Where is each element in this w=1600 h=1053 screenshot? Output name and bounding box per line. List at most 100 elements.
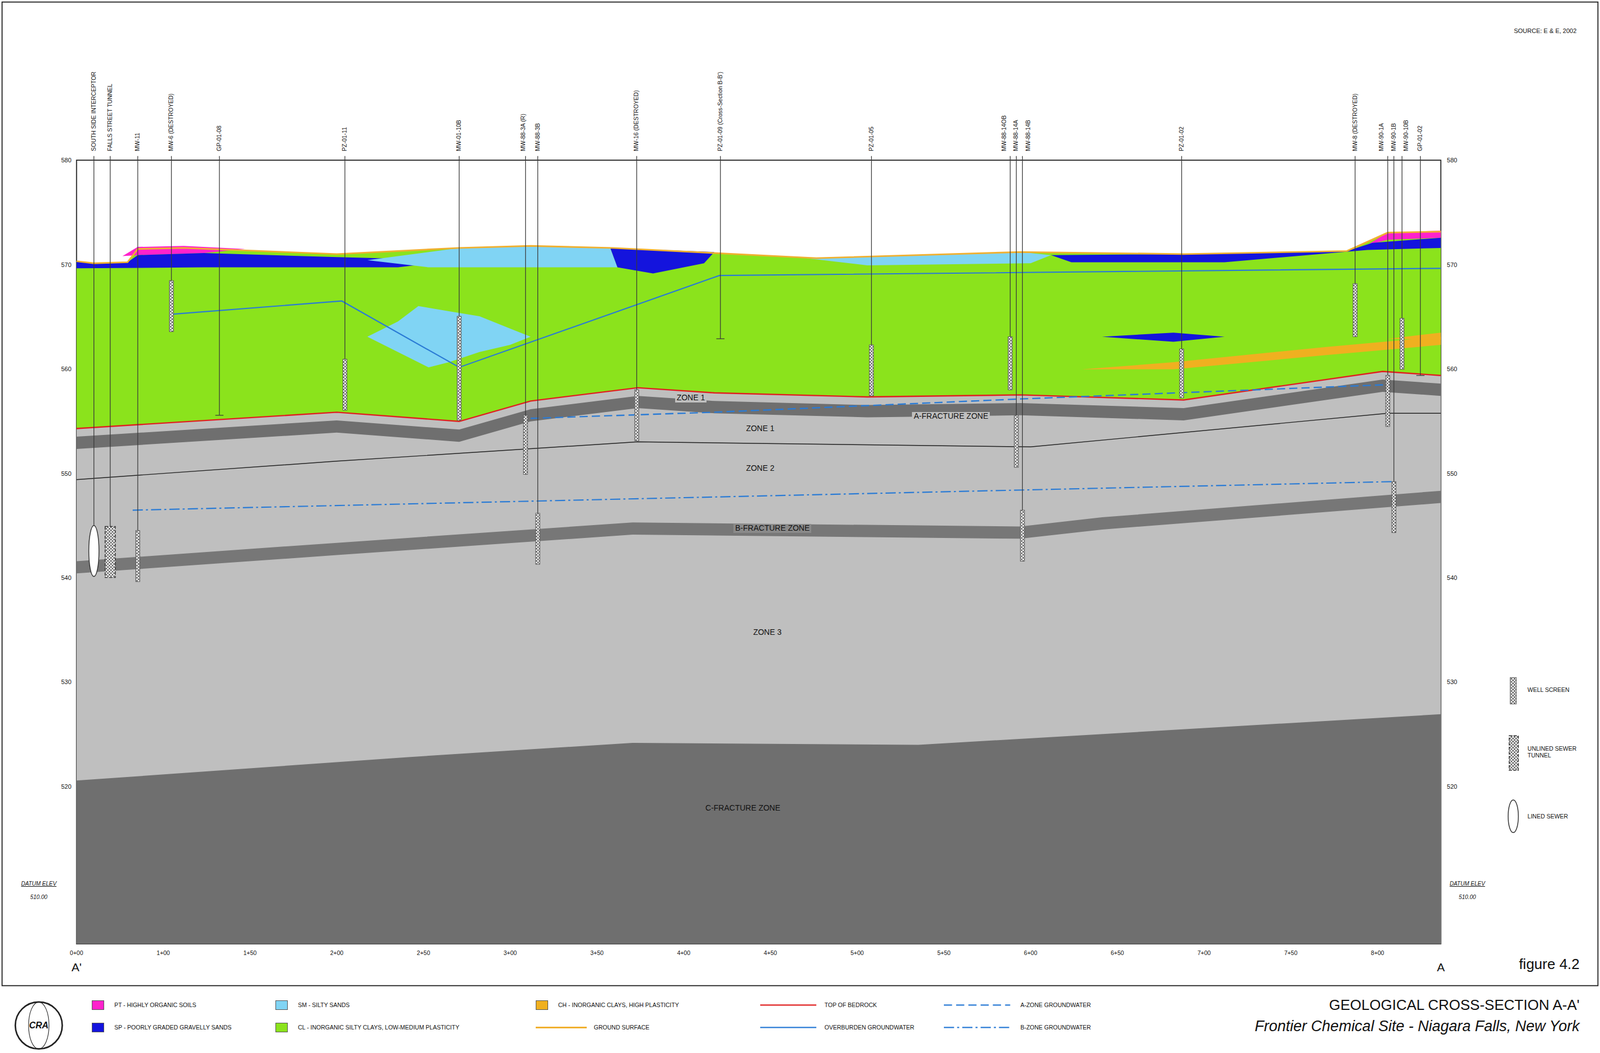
station-label: 8+00 xyxy=(1371,950,1385,957)
elevation-label: 580 xyxy=(1447,156,1458,164)
b-fracture-band xyxy=(76,490,1442,574)
legend-text: UNLINED SEWER TUNNEL xyxy=(1527,745,1595,759)
legend-text: SP - POORLY GRADED GRAVELLY SANDS xyxy=(114,1023,232,1031)
legend-text: CH - INORGANIC CLAYS, HIGH PLASTICITY xyxy=(558,1001,680,1009)
elevation-label: 540 xyxy=(61,574,72,582)
figure-subtitle: Frontier Chemical Site - Niagara Falls, … xyxy=(1254,1018,1580,1036)
well-label: MW-88-3B xyxy=(534,123,542,152)
well-label: PZ-01-09 (Cross-Section B-B') xyxy=(717,71,724,152)
elevation-label: 540 xyxy=(1447,574,1458,582)
well-label: MW-8 (DESTROYED) xyxy=(1351,93,1359,152)
figure-title: GEOLOGICAL CROSS-SECTION A-A' xyxy=(1329,997,1580,1014)
legend-swatch xyxy=(535,1000,549,1010)
figure-number: figure 4.2 xyxy=(1518,956,1580,973)
section-end-label: A xyxy=(1437,960,1445,974)
well-label: GP-01-08 xyxy=(216,125,223,152)
zone-label: C-FRACTURE ZONE xyxy=(703,803,783,813)
station-label: 7+50 xyxy=(1284,950,1298,957)
elevation-label: 570 xyxy=(61,261,72,269)
station-label: 5+00 xyxy=(850,950,864,957)
top-of-bedrock xyxy=(76,371,1442,429)
b-zone-groundwater xyxy=(132,481,1393,511)
station-label: 3+00 xyxy=(503,950,518,957)
station-label: 7+00 xyxy=(1197,950,1211,957)
station-label: 6+50 xyxy=(1110,950,1125,957)
well-label: MW-88-14B xyxy=(1025,119,1033,152)
elevation-label: 520 xyxy=(1447,783,1458,790)
elevation-label: 530 xyxy=(1447,678,1458,686)
cra-logo xyxy=(15,1002,63,1050)
well-label: GP-01-02 xyxy=(1416,125,1424,152)
well-label: PZ-01-05 xyxy=(868,126,876,152)
elevation-label: 530 xyxy=(61,678,72,686)
station-label: 1+00 xyxy=(156,950,171,957)
section-end-label: A' xyxy=(71,960,82,974)
station-label: 3+50 xyxy=(590,950,604,957)
legend-swatch xyxy=(275,1022,288,1032)
datum-label: DATUM ELEV xyxy=(21,880,57,887)
well-label: FALLS STREET TUNNEL xyxy=(106,83,114,151)
figure-border xyxy=(2,2,1599,986)
station-label: 2+50 xyxy=(417,950,431,957)
legend-text: CL - INORGANIC SILTY CLAYS, LOW-MEDIUM P… xyxy=(297,1023,460,1031)
legend-text: PT - HIGHLY ORGANIC SOILS xyxy=(114,1001,196,1009)
logo-text: CRA xyxy=(29,1020,49,1031)
station-label: 1+50 xyxy=(243,950,257,957)
well-label: MW-88-3A (R) xyxy=(520,113,527,152)
well-label: MW-88-14A xyxy=(1013,119,1021,152)
c-fracture-zone xyxy=(76,714,1442,944)
bedrock xyxy=(76,371,1442,944)
zone-label: B-FRACTURE ZONE xyxy=(733,524,812,533)
datum-label: 510.00 xyxy=(30,894,48,901)
datum-label: 510.00 xyxy=(1458,894,1477,901)
zone-label: ZONE 2 xyxy=(744,464,777,473)
ch-clay xyxy=(1081,332,1442,370)
station-label: 5+50 xyxy=(937,950,951,957)
legend-swatch xyxy=(91,1000,105,1010)
station-label: 4+50 xyxy=(763,950,778,957)
cl-clay xyxy=(76,231,1442,429)
legend-text: B-ZONE GROUNDWATER xyxy=(1020,1023,1092,1031)
zone-label: ZONE 1 xyxy=(744,424,777,433)
elevation-label: 560 xyxy=(1447,365,1458,373)
station-label: 2+00 xyxy=(330,950,344,957)
legend-text: WELL SCREEN xyxy=(1527,686,1570,694)
zone-label: ZONE 1 xyxy=(675,393,708,402)
station-label: 4+00 xyxy=(676,950,691,957)
station-label: 0+00 xyxy=(69,950,84,957)
well-label: PZ-01-02 xyxy=(1178,126,1186,152)
legend-samples xyxy=(535,677,1519,1028)
source-note: SOURCE: E & E, 2002 xyxy=(1513,27,1577,35)
legend-swatch xyxy=(91,1022,105,1032)
well-label: MW-90-10B xyxy=(1402,119,1410,152)
zone-label: ZONE 3 xyxy=(751,628,784,637)
ground-surface xyxy=(76,231,1442,264)
legend-text: OVERBURDEN GROUNDWATER xyxy=(824,1023,915,1031)
well-label: MW-6 (DESTROYED) xyxy=(167,93,175,152)
datum-label: DATUM ELEV xyxy=(1449,880,1485,887)
legend-text: A-ZONE GROUNDWATER xyxy=(1020,1001,1092,1009)
legend-text: GROUND SURFACE xyxy=(593,1023,650,1031)
well-label: MW-90-1A xyxy=(1378,123,1386,152)
legend-text: SM - SILTY SANDS xyxy=(297,1001,350,1009)
elevation-label: 520 xyxy=(61,783,72,790)
unlined-sewer-tunnel xyxy=(105,526,116,578)
sm-sand xyxy=(367,245,1051,368)
lined-sewer xyxy=(89,525,100,577)
station-label: 6+00 xyxy=(1023,950,1038,957)
elevation-label: 550 xyxy=(1447,470,1458,477)
well-label: SOUTH SIDE INTERCEPTOR xyxy=(90,71,98,152)
elevation-label: 550 xyxy=(61,470,72,477)
well-label: MW-01-10B xyxy=(455,119,463,152)
well-label: MW-90-1B xyxy=(1390,123,1398,152)
legend-text: LINED SEWER xyxy=(1527,812,1569,820)
well-label: MW-16 (DESTROYED) xyxy=(633,90,641,152)
zone-label: A-FRACTURE ZONE xyxy=(911,412,990,421)
elevation-label: 570 xyxy=(1447,261,1458,269)
legend-swatch xyxy=(275,1000,288,1010)
overburden-groundwater xyxy=(171,268,1441,368)
legend-text: TOP OF BEDROCK xyxy=(824,1001,878,1009)
well-label: PZ-01-11 xyxy=(341,127,349,152)
zone-2-top xyxy=(76,413,1442,480)
well-lines xyxy=(94,156,1425,582)
